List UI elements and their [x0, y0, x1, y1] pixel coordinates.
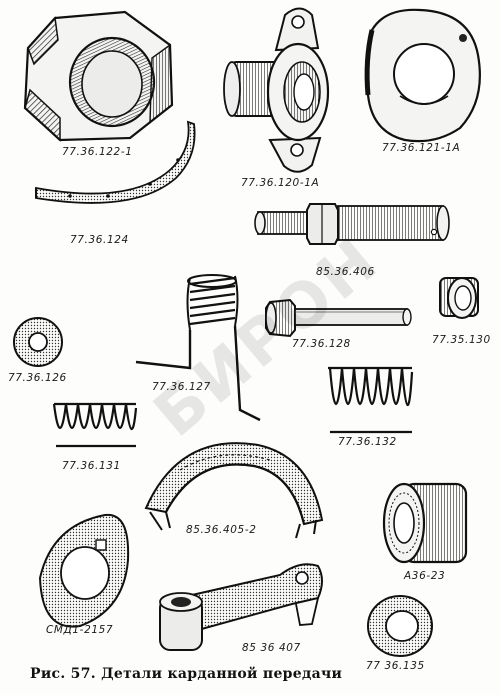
- label-spring-large: 77.36.132: [338, 436, 397, 448]
- cam-plate-drawing: [364, 8, 481, 143]
- small-spring-drawing: [52, 402, 138, 448]
- label-pin: 85.36.406: [316, 266, 375, 278]
- label-small-bushing: 77.35.130: [432, 334, 491, 346]
- bearing-drawing: [382, 482, 468, 564]
- label-flange: 77.36.120-1A: [241, 177, 320, 189]
- label-lock-washer: СМД1-2157: [46, 624, 114, 636]
- label-spring-small: 77.36.131: [62, 460, 121, 472]
- large-spring-drawing: [328, 366, 414, 434]
- label-brake-shoe: 85.36.405-2: [186, 524, 257, 536]
- hex-nut-drawing: [23, 10, 174, 142]
- label-bearing: A36-23: [404, 570, 446, 582]
- lock-washer-drawing: [38, 513, 130, 628]
- label-spring-with-hooks: 77.36.127: [152, 381, 211, 393]
- label-lining-strip: 77.36.124: [70, 234, 129, 246]
- pin-drawing: [254, 203, 450, 245]
- ring-drawing: [367, 595, 433, 657]
- label-nut: 77.36.122-1: [62, 146, 133, 158]
- label-ring: 77 36.135: [366, 660, 425, 672]
- label-washer: 77.36.126: [8, 372, 67, 384]
- lever-drawing: [159, 563, 323, 651]
- bolt-drawing: [265, 298, 412, 338]
- label-bolt: 77.36.128: [292, 338, 351, 350]
- lining-strip-drawing: [35, 120, 196, 204]
- brake-shoe-drawing: [144, 442, 324, 539]
- spring-with-hooks-drawing: [135, 274, 261, 422]
- small-bushing-drawing: [439, 277, 479, 319]
- label-cam-plate: 77.36.121-1A: [382, 142, 461, 154]
- washer-drawing: [13, 317, 63, 367]
- label-lever: 85 36 407: [242, 642, 301, 654]
- flange-drawing: [223, 7, 330, 173]
- figure-caption: Рис. 57. Детали карданной передачи: [30, 666, 343, 682]
